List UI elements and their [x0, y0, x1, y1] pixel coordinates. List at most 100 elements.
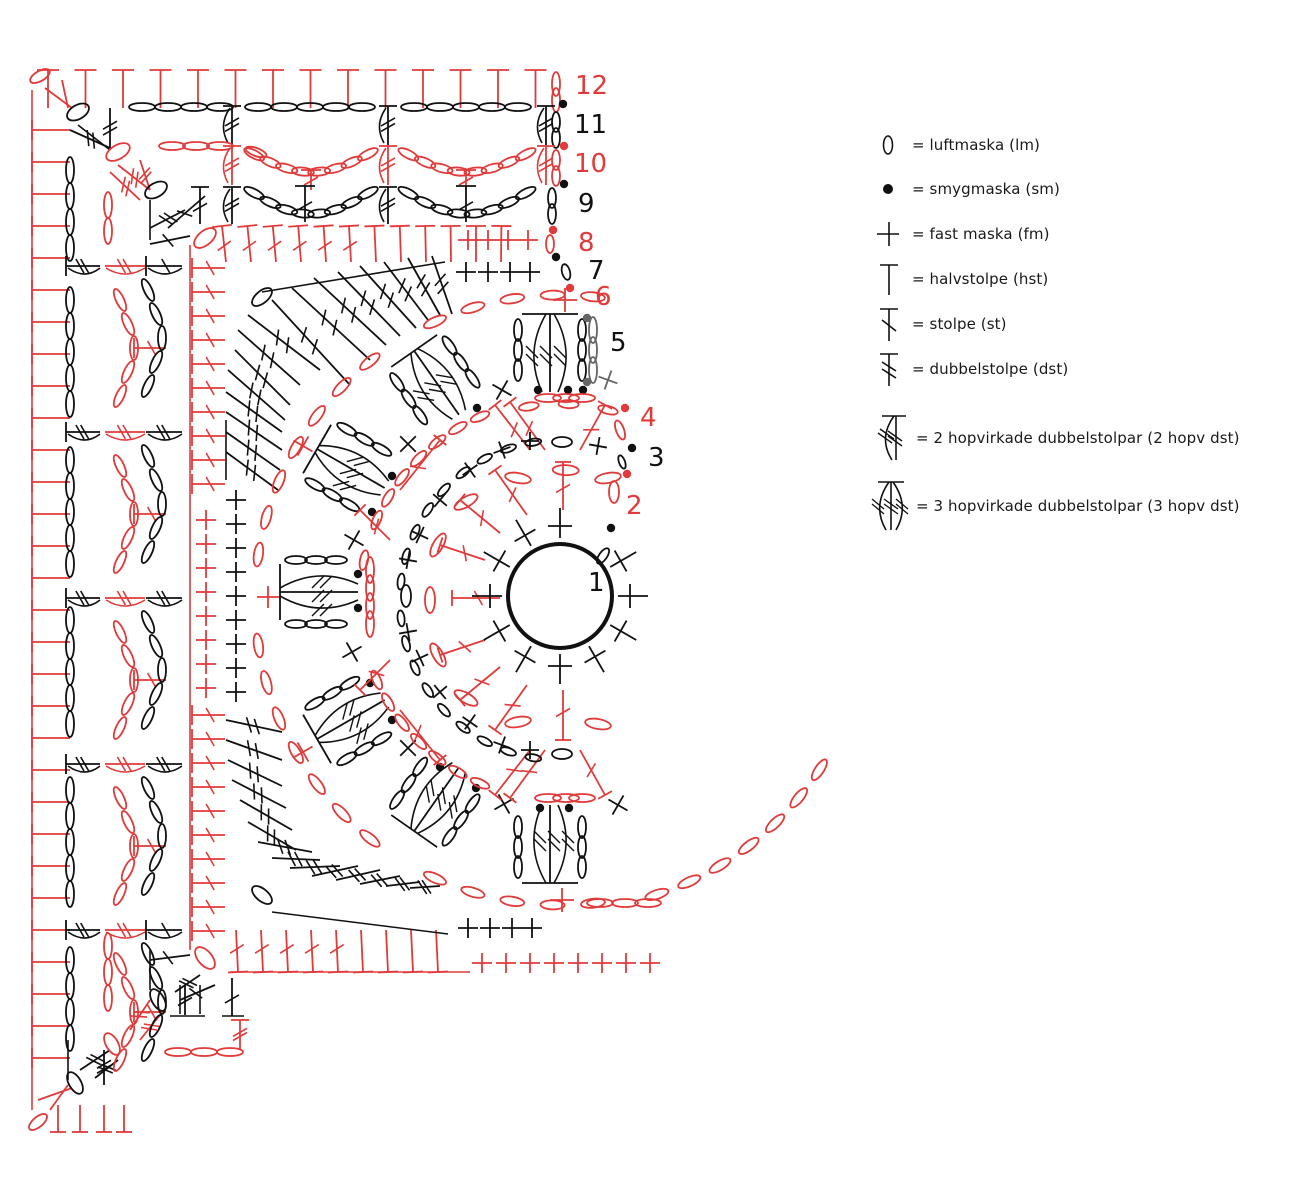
chain-oval — [148, 848, 164, 872]
sc-stitch — [514, 528, 536, 543]
stitch-slash — [205, 404, 215, 420]
stitch-slash — [369, 299, 376, 316]
chain-oval — [513, 815, 523, 839]
chain-oval — [243, 185, 265, 201]
stitch-slash — [380, 162, 396, 173]
chain-oval — [275, 162, 299, 175]
stitch-top-bar — [433, 434, 447, 446]
chain-oval — [370, 731, 393, 747]
stitch-post — [459, 666, 501, 701]
stitch-slash — [555, 483, 571, 494]
stitch-slash — [205, 923, 215, 939]
chain-oval — [307, 404, 326, 427]
chain-oval — [595, 547, 611, 565]
chain-oval — [291, 208, 315, 219]
chain-oval — [144, 180, 168, 200]
chain-oval — [534, 793, 562, 803]
stitch-slash — [404, 286, 413, 302]
stitch-post — [227, 369, 286, 421]
chain-oval — [194, 946, 216, 970]
chain-oval — [259, 155, 282, 169]
sc-stitch — [432, 685, 448, 699]
chain-oval — [287, 740, 304, 765]
stitch-slash — [205, 332, 215, 348]
chain-oval — [148, 800, 164, 824]
stitch-slash — [331, 863, 344, 878]
stitch-slash — [205, 707, 215, 723]
chain-oval — [737, 836, 760, 855]
stitch-slash — [297, 201, 313, 211]
sc-stitch — [613, 550, 628, 572]
sc-stitch — [498, 736, 506, 754]
chain-oval — [140, 706, 156, 730]
legend-label: = 2 hopvirkade dubbelstolpar (2 hopv dst… — [916, 429, 1240, 447]
chain-oval — [455, 720, 471, 734]
chain-oval — [120, 644, 136, 668]
chain-oval — [551, 149, 561, 171]
cluster-curve — [147, 433, 183, 441]
stitch-slash — [122, 756, 132, 772]
cluster-curve — [279, 575, 359, 589]
cluster-3-stitch — [279, 555, 359, 629]
chain-oval — [120, 526, 136, 550]
t-bar-icon — [880, 264, 898, 295]
cluster-3-stitch — [513, 804, 587, 884]
stitch-slash — [75, 258, 85, 274]
chain-oval — [120, 976, 136, 1000]
chain-oval — [148, 516, 164, 540]
stitch-post — [359, 265, 417, 329]
stitch-2-slash-icon — [880, 353, 898, 386]
slip-stitch-dot — [387, 471, 397, 481]
stitch-slash — [116, 258, 127, 274]
chain-oval — [453, 809, 470, 831]
chain-oval — [112, 550, 128, 574]
chain-oval — [422, 870, 447, 886]
chain-oval — [611, 898, 639, 908]
stitch-slash — [253, 718, 261, 735]
chain-oval — [338, 497, 361, 513]
stitch-post — [117, 164, 151, 191]
stitch-post — [399, 439, 441, 491]
stitch-slash — [205, 827, 215, 843]
stitch-post — [385, 929, 389, 973]
chain-oval — [552, 793, 580, 803]
chain-oval — [336, 751, 358, 767]
stitch-slash — [217, 240, 232, 252]
chain-oval — [410, 732, 428, 750]
stitch-slash — [205, 803, 215, 819]
plus-icon — [877, 222, 899, 246]
stitch-slash — [538, 117, 554, 127]
cluster-curve — [417, 771, 467, 835]
chain-oval — [677, 874, 702, 890]
sc-stitch — [497, 794, 511, 814]
chain-oval — [397, 185, 420, 201]
chain-oval — [577, 318, 587, 342]
stitch-slash — [85, 1056, 102, 1066]
stitch-slash — [161, 922, 171, 938]
stitch-slash — [92, 132, 96, 149]
chain-oval — [140, 610, 156, 634]
chain-oval — [307, 208, 331, 219]
stitch-slash — [205, 755, 215, 771]
stitch-post — [335, 869, 381, 881]
stitch-top-bar — [433, 754, 447, 766]
chain-oval — [513, 835, 523, 859]
stitch-slash — [311, 338, 319, 355]
stitch-slash — [430, 779, 435, 797]
stitch-post — [237, 329, 301, 386]
chain-oval — [401, 634, 411, 653]
slip-stitch-dot — [582, 377, 592, 387]
cluster-curve — [67, 433, 101, 441]
stitch-post — [459, 499, 501, 534]
stitch-slash — [178, 980, 194, 989]
stitch-slash — [332, 480, 350, 487]
stitch-slash — [247, 419, 251, 436]
chain-oval — [307, 166, 331, 177]
sc-stitch — [584, 649, 606, 664]
chain-oval — [259, 195, 282, 210]
chain-oval — [429, 532, 447, 558]
stitch-slash — [412, 390, 430, 395]
stitch-slash — [346, 456, 364, 463]
cluster-3-stitch — [302, 421, 393, 513]
stitch-slash — [441, 787, 447, 805]
